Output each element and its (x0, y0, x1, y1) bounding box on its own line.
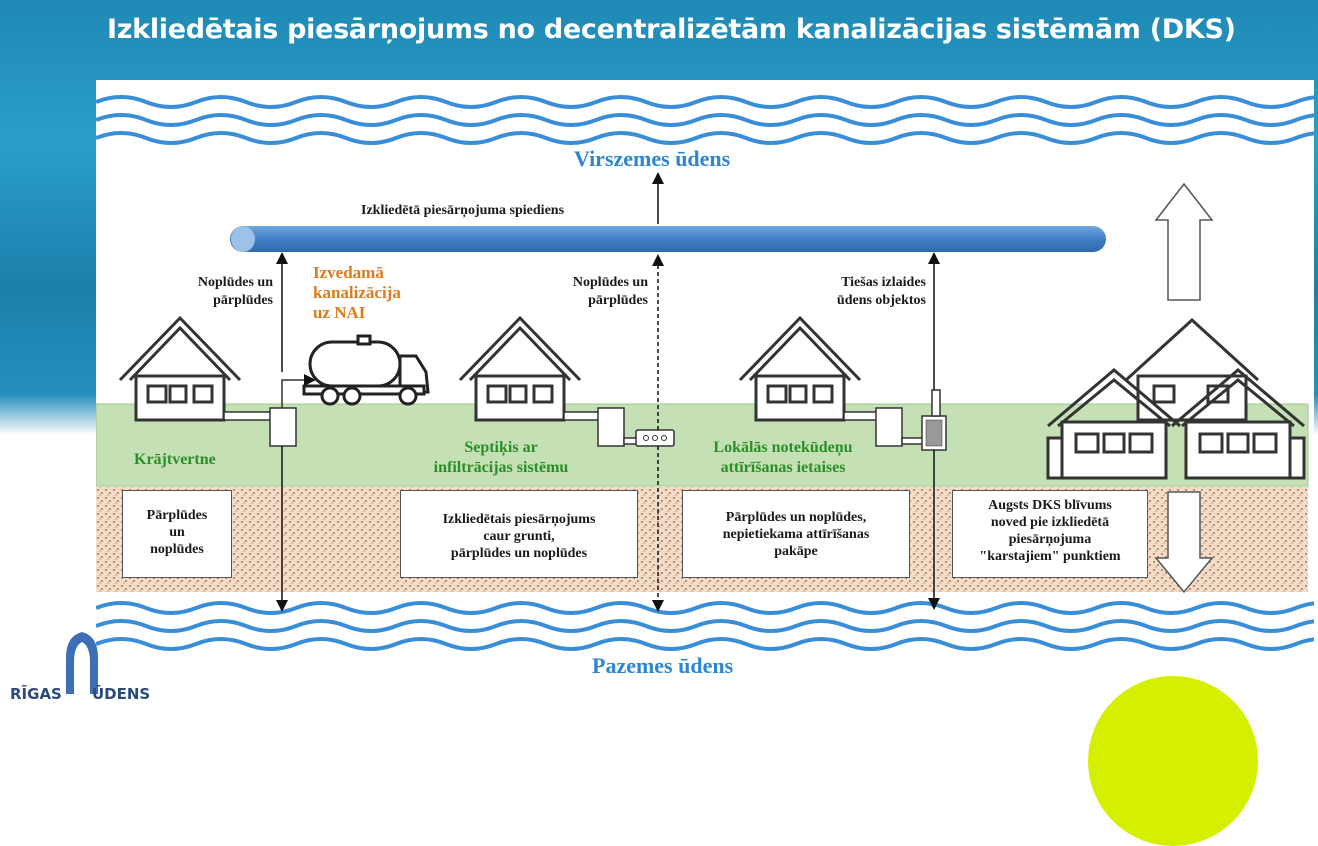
diagram-panel: Virszemes ūdens Pazemes ūdens Izkliedētā… (96, 80, 1314, 680)
surface-water-label: Virszemes ūdens (574, 146, 731, 171)
logo-left-text: RĪGAS (10, 685, 62, 703)
treatment-tank-icon (875, 407, 903, 447)
tanker-truck-icon (302, 334, 430, 406)
infiltration-icon (635, 429, 675, 447)
pressure-label: Izkliedētā piesārņojuma spiediens (361, 203, 565, 218)
pressure-pipe (230, 226, 1106, 252)
big-arrow-down-icon (1154, 491, 1214, 594)
treatment-plant-icon (921, 389, 947, 451)
logo-tower-icon (66, 632, 98, 694)
surface-waves (96, 95, 1314, 145)
slide-title: Izkliedētais piesārņojums no decentraliz… (107, 14, 1236, 45)
house-icon (458, 315, 582, 422)
house-icon (738, 315, 862, 422)
decorative-yellow-circle (1088, 676, 1258, 846)
logo-right-text: ŪDENS (92, 685, 151, 703)
tank-icon (269, 407, 297, 447)
house-icon (118, 315, 242, 422)
ground-waves (96, 601, 1314, 651)
house-icon (1046, 368, 1181, 480)
info-box-3: Pārplūdes un noplūdes,nepietiekama attīr… (682, 490, 910, 578)
ground-water-label: Pazemes ūdens (592, 653, 734, 678)
septic-tank-icon (597, 407, 625, 447)
big-arrow-up-icon (1154, 182, 1214, 301)
cesspool-label: Krājtvertne (134, 451, 216, 468)
house-icon (1171, 368, 1306, 480)
